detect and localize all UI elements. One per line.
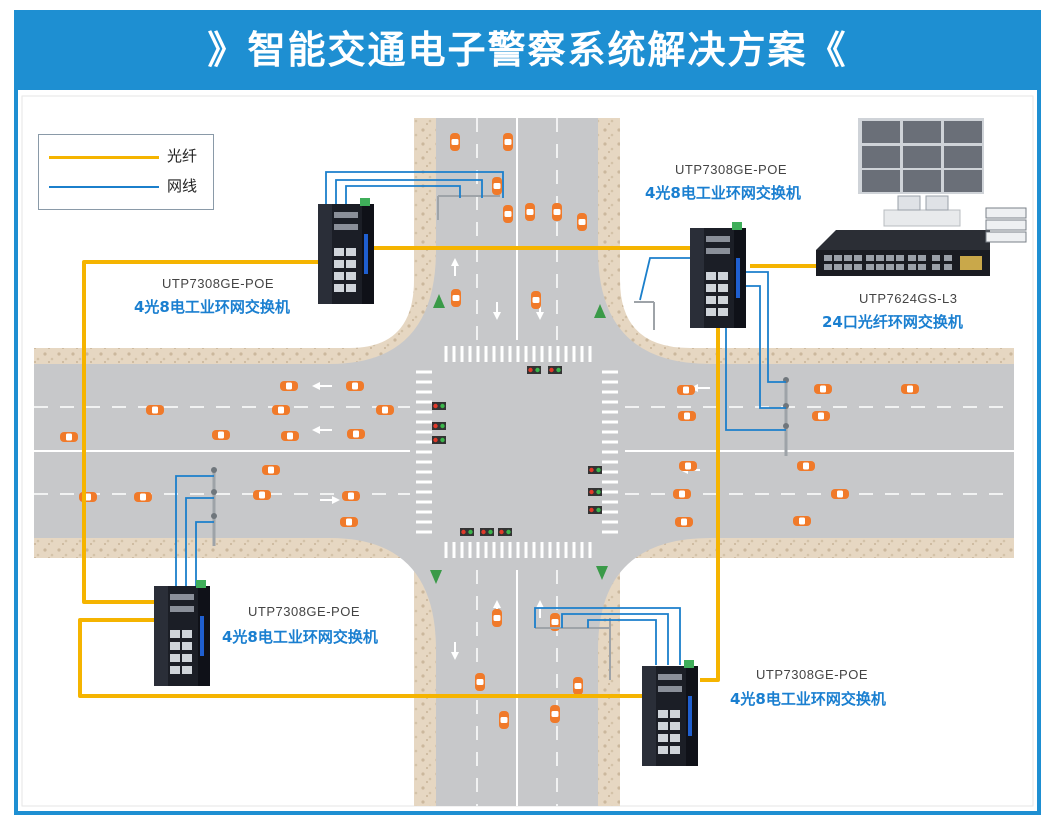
video-wall — [858, 118, 1027, 243]
device-desc-label: 4光8电工业环网交换机 — [730, 690, 886, 708]
industrial-switch-1 — [318, 198, 374, 304]
industrial-switch-3 — [154, 580, 210, 686]
device-model-label: UTP7308GE-POE — [675, 162, 787, 177]
legend: 光纤 网线 — [38, 134, 214, 210]
industrial-switch-2 — [690, 222, 746, 328]
device-model-label: UTP7308GE-POE — [756, 667, 868, 682]
device-desc-label: 24口光纤环网交换机 — [822, 313, 963, 331]
fiber-links — [78, 246, 818, 698]
legend-label: 网线 — [167, 177, 198, 195]
traffic-lights — [430, 294, 608, 584]
device-model-label: UTP7308GE-POE — [162, 276, 274, 291]
diagram-title: 》智能交通电子警察系统解决方案《 — [207, 28, 848, 72]
industrial-switch-4 — [642, 660, 698, 766]
cable-links — [175, 171, 786, 665]
device-model-label: UTP7624GS-L3 — [859, 291, 958, 306]
camera-poles — [211, 195, 789, 680]
fiber-line-swatch — [49, 156, 159, 159]
title-banner — [14, 10, 1041, 90]
legend-item-cable: 网线 — [49, 175, 209, 197]
device-desc-label: 4光8电工业环网交换机 — [222, 628, 378, 646]
legend-label: 光纤 — [167, 147, 198, 165]
cable-line-swatch — [49, 186, 159, 188]
core-switch — [816, 230, 990, 276]
device-desc-label: 4光8电工业环网交换机 — [645, 184, 801, 202]
device-desc-label: 4光8电工业环网交换机 — [134, 298, 290, 316]
device-model-label: UTP7308GE-POE — [248, 604, 360, 619]
legend-item-fiber: 光纤 — [49, 145, 209, 167]
intersection-diagram — [14, 90, 1041, 815]
